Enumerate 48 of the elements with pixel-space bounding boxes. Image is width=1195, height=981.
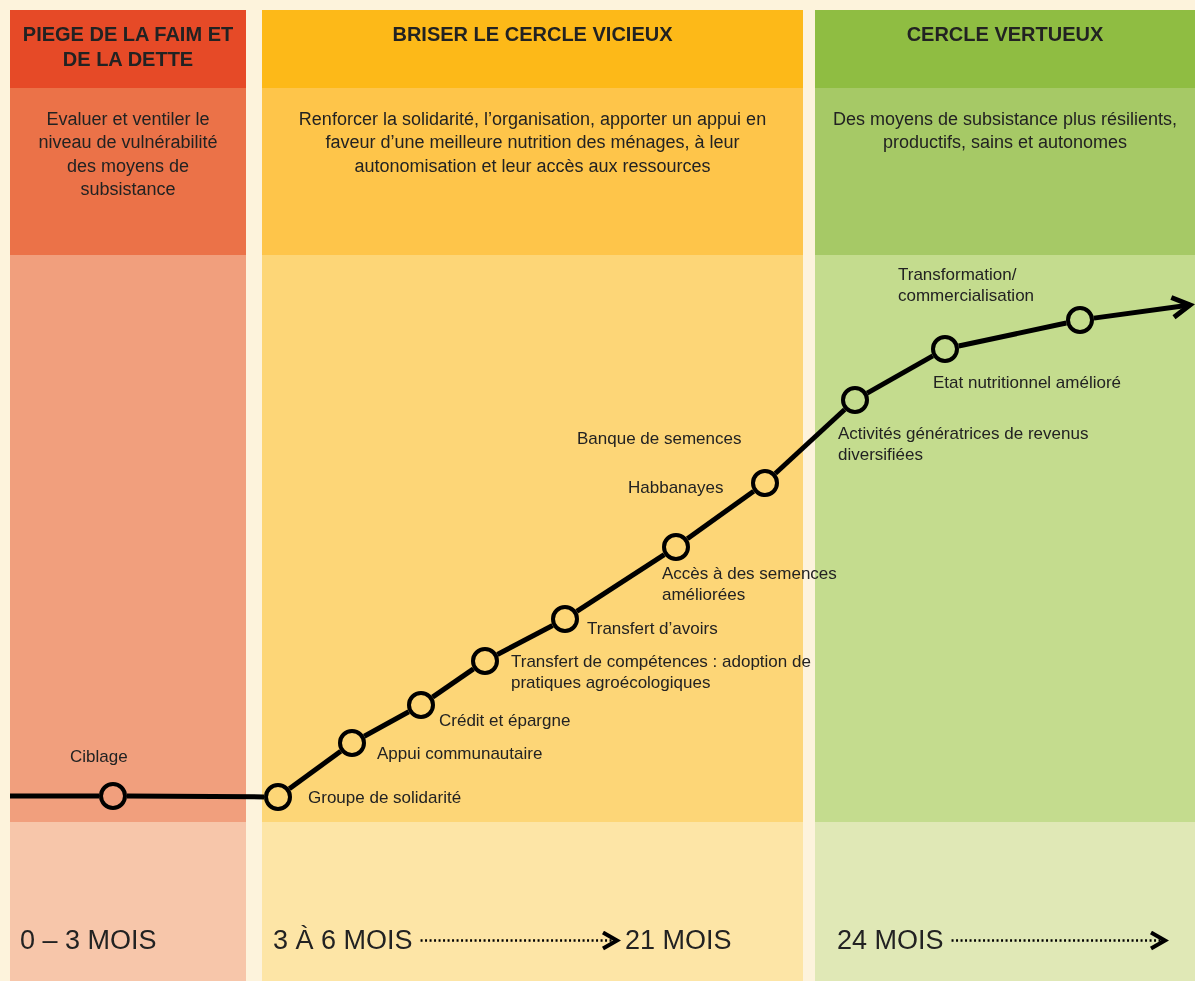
milestone-label: Appui communautaire (377, 743, 544, 765)
timeline-line (127, 793, 264, 800)
column-description: Renforcer la solidarité, l’organisation, apporter un appui en faveur d’une meilleure nutrition des ménages, à leur autonomisation et leur accès aux ressources (262, 88, 803, 255)
column-description: Evaluer et ventiler le niveau de vulnérabilité des moyens de subsistance (10, 88, 246, 255)
milestone-label: Accès à des semences améliorées (662, 563, 838, 606)
timeline-line (958, 320, 1067, 349)
milestone-label: Banque de semences (577, 428, 743, 450)
milestone-circle (1066, 306, 1094, 334)
duration-label: 3 À 6 MOIS (273, 925, 413, 956)
milestone-label: Habbanayes (628, 477, 725, 499)
column-heading: PIEGE DE LA FAIM ET DE LA DETTE (10, 10, 246, 88)
milestone-label: Groupe de solidarité (308, 787, 463, 809)
milestone-circle (751, 469, 779, 497)
milestone-circle (99, 782, 127, 810)
milestone-label: Crédit et épargne (439, 710, 572, 732)
milestone-circle (471, 647, 499, 675)
milestone-label: Activités génératrices de revenus diversifiées (838, 423, 1090, 466)
timeline-line (865, 353, 935, 396)
milestone-circle (264, 783, 292, 811)
timeline-line (773, 407, 847, 476)
duration-label: 24 MOIS (837, 925, 944, 956)
timeline-line (496, 623, 554, 657)
dotted-arrow (420, 930, 619, 951)
arrow (1093, 294, 1193, 321)
milestone-circle (931, 335, 959, 363)
milestone-label: Transfert de compétences : adoption de pratiques agroécologiques (511, 651, 812, 694)
column-description: Des moyens de subsistance plus résilients, productifs, sains et autonomes (815, 88, 1195, 255)
timeline-line (575, 552, 666, 614)
phase-column (10, 10, 246, 981)
milestone-circle (407, 691, 435, 719)
column-heading: BRISER LE CERCLE VICIEUX (262, 10, 803, 88)
dotted-arrow (951, 930, 1167, 951)
timeline-line (363, 709, 410, 739)
milestone-circle (662, 533, 690, 561)
milestone-circle (551, 605, 579, 633)
milestone-label: Etat nutritionnel amélioré (933, 372, 1123, 394)
milestone-label: Ciblage (70, 746, 129, 768)
milestone-circle (841, 386, 869, 414)
timeline-line (287, 749, 343, 791)
timeline-line (431, 666, 475, 700)
timeline-line (10, 793, 99, 799)
duration-label: 0 – 3 MOIS (20, 925, 157, 956)
milestone-label: Transformation/ commercialisation (898, 264, 1036, 307)
column-heading: CERCLE VERTUEUX (815, 10, 1195, 88)
milestone-circle (338, 729, 366, 757)
milestone-label: Transfert d’avoirs (587, 618, 719, 640)
duration-label: 21 MOIS (625, 925, 732, 956)
timeline-line (685, 489, 756, 541)
